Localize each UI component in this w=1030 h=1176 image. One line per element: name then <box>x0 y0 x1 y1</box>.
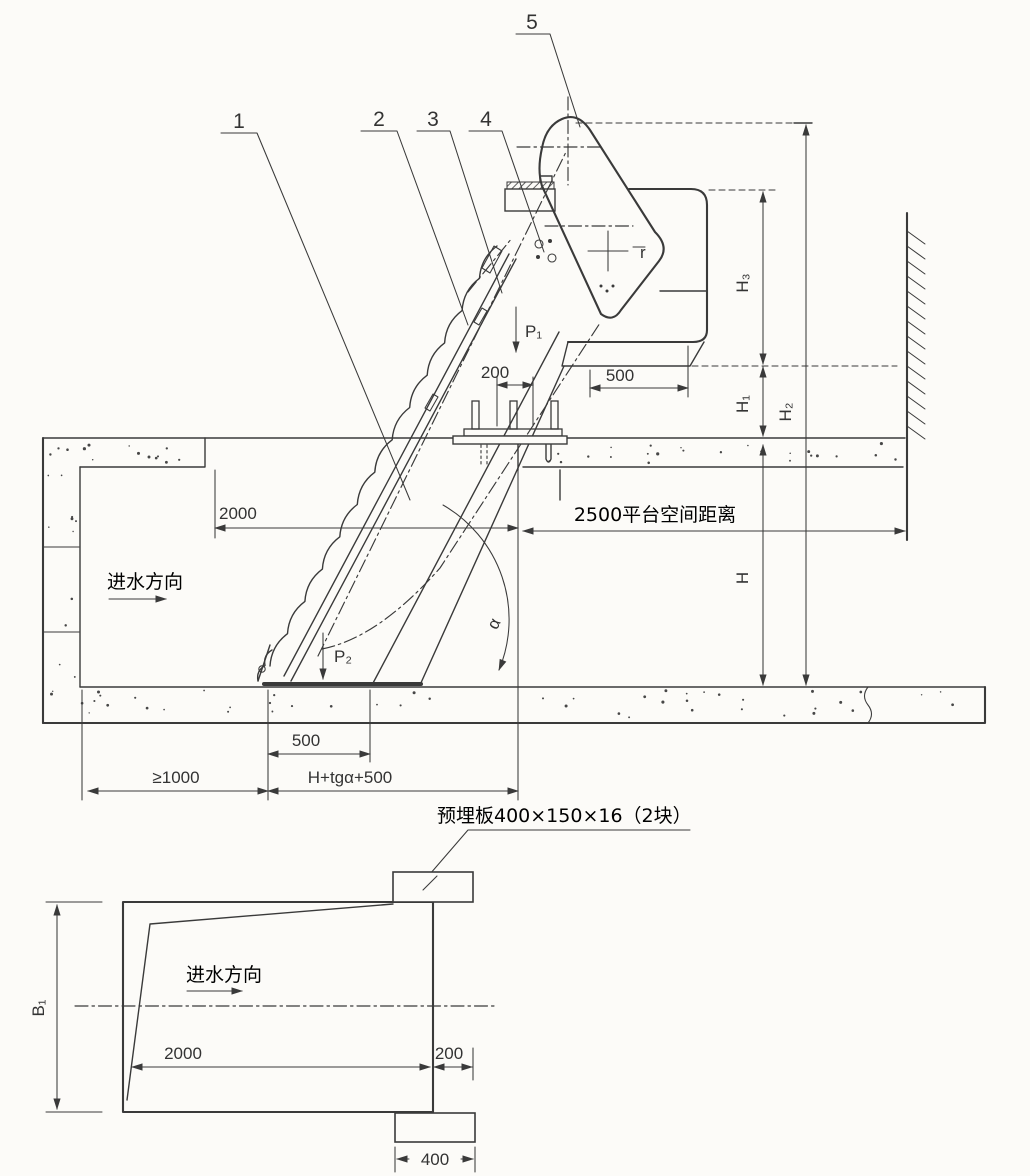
radius-crosshair <box>587 230 646 272</box>
plan-channel-outline <box>121 900 435 1114</box>
plate-note-leader <box>429 829 691 875</box>
head-cover-outline <box>538 116 665 319</box>
head-bolt-circle-1 <box>534 239 544 249</box>
bracket-post-3 <box>550 400 559 430</box>
anchor-bolt-hidden <box>480 444 488 468</box>
ext-lines-200 <box>496 376 534 427</box>
side-view-structure <box>41 211 987 725</box>
rake-axis-centerline <box>467 237 513 293</box>
ext-lines-bottom <box>81 469 519 801</box>
head-bolt-circle-2 <box>547 253 557 263</box>
callout-1: 1 <box>233 110 245 133</box>
side-dimensions: H₂ H₃ H₁ H 2000 2500平台空间距离 500 200 ≥1000… <box>81 122 906 875</box>
callout-2: 2 <box>373 108 385 131</box>
callout-4: 4 <box>480 108 492 131</box>
label-flow-direction-side: 进水方向 <box>107 571 183 593</box>
anchor-bolt <box>545 444 552 463</box>
cover-dot-3 <box>611 284 615 288</box>
embedded-plate-top <box>392 871 474 903</box>
label-dim-200: 200 <box>481 363 509 382</box>
callout-5: 5 <box>526 11 538 34</box>
head-sprocket-centerlines <box>516 96 602 186</box>
screen-machine <box>256 96 709 686</box>
label-H2: H₂ <box>776 403 795 422</box>
ticks-plan-400 <box>394 1146 476 1173</box>
foot-pin-circle <box>258 665 266 673</box>
label-H: H <box>733 572 752 584</box>
chain-flights-scalloped-edge <box>269 245 498 667</box>
chain-centerline-back <box>317 151 567 657</box>
callout-2-leader <box>360 130 469 326</box>
label-dim-500-foot: 500 <box>292 731 320 750</box>
bracket-strip <box>463 428 563 437</box>
callout-3: 3 <box>427 108 439 131</box>
chain-centerline-front <box>321 322 601 650</box>
label-dim-2500-platform: 2500平台空间距离 <box>574 504 736 526</box>
motor-base-hatched-plate <box>506 181 555 190</box>
callout-5-leader <box>515 33 581 128</box>
label-plan-2000: 2000 <box>164 1044 202 1063</box>
base-plate <box>452 435 568 445</box>
frame-crossbar-low <box>424 393 439 412</box>
label-angle-alpha: α <box>483 615 504 632</box>
frame-front-outer <box>419 365 565 686</box>
head-dot-2 <box>536 255 540 259</box>
frame-rail-back <box>283 253 510 677</box>
label-dim-formula: H+tgα+500 <box>308 768 393 787</box>
discharge-chute <box>561 341 705 367</box>
part-callouts: 1 2 3 4 5 <box>220 11 581 501</box>
cover-dot-1 <box>599 284 603 288</box>
floor-bottom-line <box>41 685 987 725</box>
frame-front-inner <box>371 331 560 686</box>
wall-hatch <box>906 230 926 440</box>
angle-arc <box>442 504 510 671</box>
label-dim-500-chute: 500 <box>606 366 634 385</box>
plan-view: 进水方向 B₁ 2000 200 400 <box>29 871 496 1173</box>
label-dim-2000: 2000 <box>219 504 257 523</box>
label-embedded-plate-note: 预埋板400×150×16（2块） <box>437 805 692 827</box>
concrete-speckles <box>47 442 954 719</box>
label-dim-ge1000: ≥1000 <box>152 768 199 787</box>
embedded-plate-bottom <box>394 1112 476 1143</box>
head-casing-outline <box>566 187 709 344</box>
label-P1: P₁ <box>525 322 542 341</box>
label-radius-r: r <box>640 243 646 262</box>
anchor-bracket <box>452 400 568 468</box>
label-flow-direction-plan: 进水方向 <box>186 964 262 986</box>
bracket-post-2 <box>509 400 518 430</box>
plate-leader-tick <box>422 875 438 891</box>
ext-lines-500-chute <box>589 345 689 398</box>
foot-tip-line <box>257 644 271 682</box>
label-H1: H₁ <box>733 395 752 413</box>
platform-left-edge <box>517 437 561 501</box>
plan-taper-wall <box>126 903 394 1101</box>
callout-1-leader <box>220 132 411 501</box>
label-plan-200: 200 <box>435 1044 463 1063</box>
floor-break-line <box>863 686 873 724</box>
label-B1: B₁ <box>29 999 48 1016</box>
left-band-edge <box>79 437 206 468</box>
frame-crossbar-mid <box>473 307 488 326</box>
callout-3-leader <box>416 130 503 294</box>
head-dot-1 <box>548 239 552 243</box>
label-H3: H₃ <box>733 273 752 292</box>
label-P2: P₂ <box>334 647 352 666</box>
left-wall-joints <box>42 546 80 633</box>
callout-4-leader <box>468 130 545 253</box>
ext-lines-B1 <box>45 901 103 1113</box>
bracket-post-1 <box>471 400 480 430</box>
cover-dot-2 <box>605 289 609 293</box>
label-plan-400: 400 <box>421 1150 449 1169</box>
